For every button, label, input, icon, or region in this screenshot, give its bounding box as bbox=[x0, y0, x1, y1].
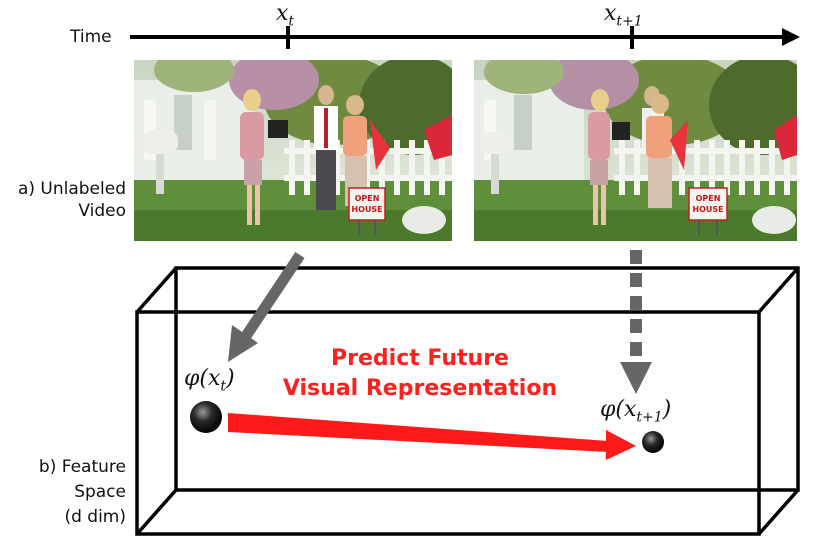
feature-label-t1: φ(xt+1) bbox=[600, 397, 671, 430]
tick-label-t1: xt+1 bbox=[604, 1, 643, 34]
feature-label-t-suffix: ) bbox=[226, 366, 235, 391]
mapping-arrow-t bbox=[228, 251, 305, 362]
tick-label-t-sub: t bbox=[288, 13, 295, 30]
timeline-axis bbox=[130, 26, 800, 49]
sign-text-t-2: HOUSE bbox=[351, 205, 382, 214]
prediction-line1: Predict Future bbox=[331, 346, 509, 371]
box-front-face bbox=[135, 310, 761, 536]
sign-text-t-1: OPEN bbox=[355, 194, 380, 203]
section-a-line1: a) Unlabeled bbox=[17, 179, 126, 199]
feature-label-t1-prefix: φ(x bbox=[600, 397, 637, 422]
prediction-line2: Visual Representation bbox=[282, 376, 558, 401]
tick-label-t1-base: x bbox=[604, 1, 617, 26]
tick-label-t: xt bbox=[276, 1, 294, 34]
feature-point-t bbox=[190, 401, 222, 433]
feature-space-box bbox=[135, 266, 800, 536]
box-edge bbox=[757, 488, 800, 536]
sign-text-t1-2: HOUSE bbox=[692, 205, 723, 214]
prediction-label: Predict Future Visual Representation bbox=[270, 344, 570, 404]
timeline-label: Time bbox=[70, 27, 112, 47]
video-frame-t1: OPEN HOUSE bbox=[474, 60, 797, 241]
video-frame-t: OPEN HOUSE bbox=[134, 60, 452, 241]
box-edge bbox=[135, 488, 178, 536]
feature-label-t1-sub: t+1 bbox=[636, 409, 663, 426]
feature-label-t-sub: t bbox=[220, 378, 227, 395]
box-edge bbox=[757, 266, 800, 314]
feature-label-t-prefix: φ(x bbox=[184, 366, 221, 391]
feature-point-t1 bbox=[642, 431, 664, 453]
box-back-face bbox=[174, 266, 800, 492]
prediction-arrow bbox=[228, 413, 636, 460]
feature-label-t1-suffix: ) bbox=[662, 397, 672, 422]
sign-text-t1-1: OPEN bbox=[696, 194, 721, 203]
tick-label-t1-sub: t+1 bbox=[616, 13, 643, 30]
section-b-label: b) Feature Space (d dim) bbox=[10, 455, 126, 530]
section-b-line1: b) Feature bbox=[38, 457, 126, 477]
box-edge bbox=[135, 266, 178, 314]
section-a-label: a) Unlabeled Video bbox=[10, 178, 126, 222]
section-b-line3: (d dim) bbox=[64, 507, 126, 527]
section-a-line2: Video bbox=[78, 201, 126, 221]
tick-label-t-base: x bbox=[276, 1, 289, 26]
mapping-arrow-t1 bbox=[620, 250, 652, 394]
section-b-line2: Space bbox=[74, 482, 126, 502]
feature-label-t: φ(xt) bbox=[184, 366, 235, 399]
